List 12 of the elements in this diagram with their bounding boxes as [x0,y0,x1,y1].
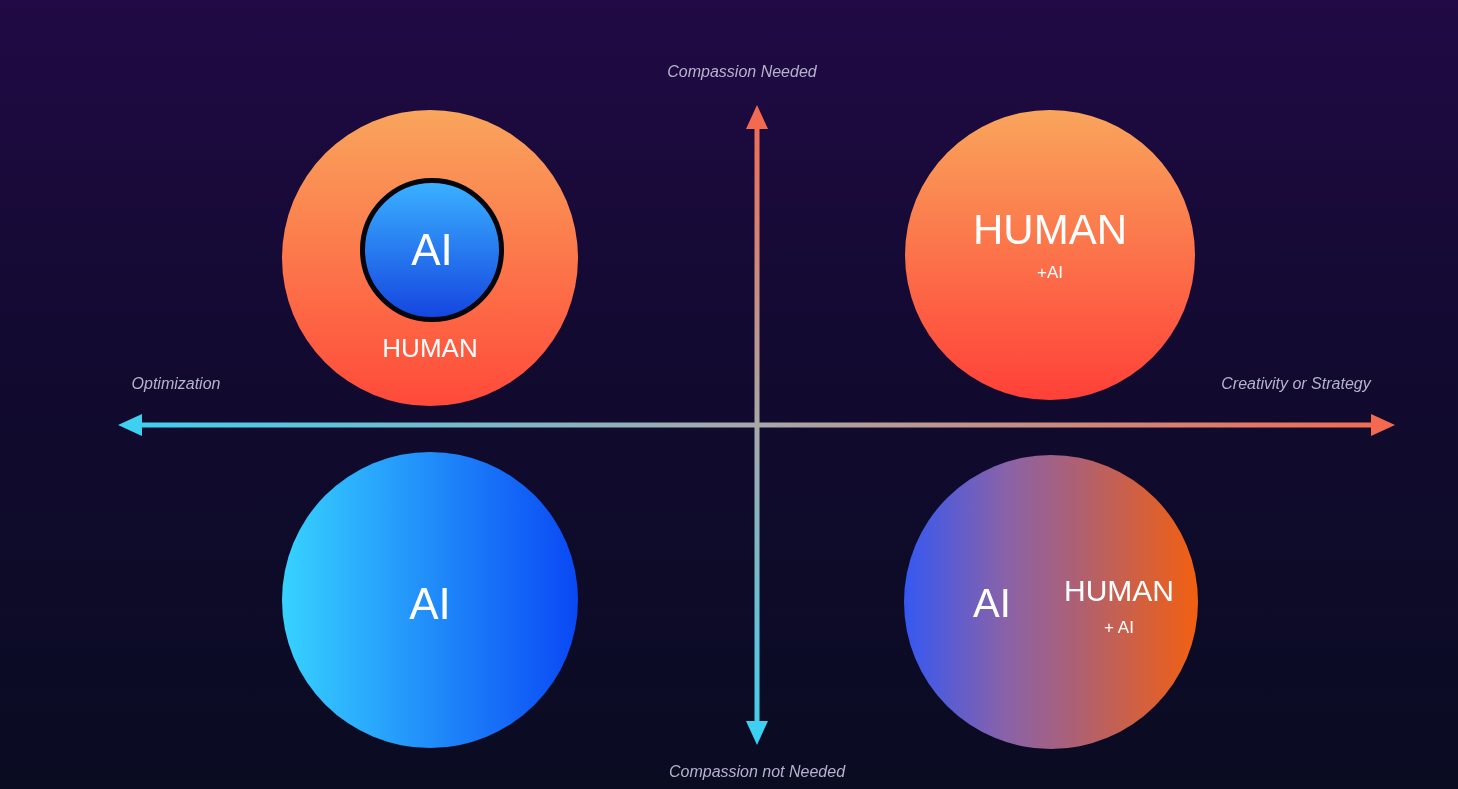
circle-label: HUMAN [382,335,478,361]
circle-label: HUMAN [1064,576,1174,606]
axis-label: Compassion Needed [667,63,817,81]
axis-label: Compassion not Needed [668,763,846,781]
axis-label: Creativity or Strategy [1221,375,1371,393]
circle-label: + AI [1104,618,1134,636]
circle-label: +AI [1037,263,1063,281]
circle-label: HUMAN [973,209,1127,251]
circle-label: AI [411,228,453,272]
circle-label: AI [409,582,451,626]
circle-label: AI [973,583,1011,623]
axis-label: Optimization [131,375,221,393]
